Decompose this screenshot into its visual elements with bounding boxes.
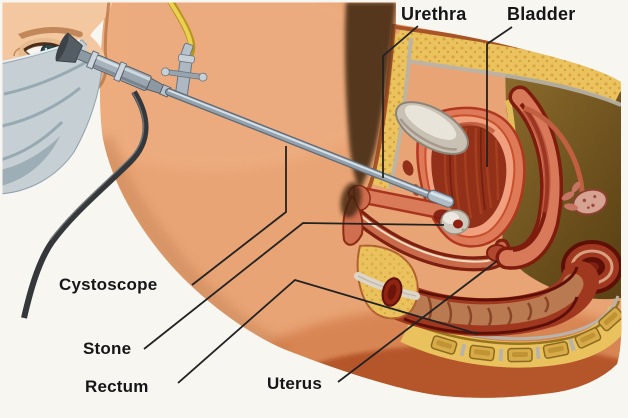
label-uterus: Uterus	[267, 374, 323, 393]
power-cable	[21, 90, 149, 319]
leader-line-urethra	[382, 25, 419, 178]
stopcock-post	[160, 53, 208, 97]
label-rectum: Rectum	[85, 377, 149, 396]
leader-line-stone	[143, 222, 445, 350]
leader-line-uterus	[337, 260, 498, 383]
fat-texture-top	[395, 27, 622, 102]
cystoscope-rod	[165, 88, 455, 208]
leader-line-rectum	[177, 278, 479, 384]
label-cystoscope: Cystoscope	[59, 275, 158, 294]
sacrum-vertebrae	[430, 306, 622, 363]
surgical-mask	[0, 39, 103, 195]
label-bladder: Bladder	[507, 4, 576, 24]
bladder-stone	[440, 209, 470, 235]
buttock	[260, 344, 622, 398]
fallopian-tube	[523, 105, 585, 193]
doctor	[0, 0, 113, 195]
rod-tip	[427, 189, 455, 208]
label-stone: Stone	[83, 339, 132, 358]
power-cable-highlight	[49, 91, 145, 241]
mask-folds	[0, 58, 91, 162]
scope-barrel	[55, 32, 172, 98]
thigh-highlight	[100, 0, 400, 170]
label-urethra: Urethra	[401, 4, 467, 24]
uterus-shape	[495, 85, 563, 270]
leader-lines	[143, 25, 513, 384]
leader-line-cystoscope	[191, 146, 287, 286]
perineum	[354, 244, 420, 320]
pubic-bone	[395, 101, 469, 155]
leader-line-bladder	[486, 26, 513, 167]
anterior-tissue	[402, 160, 414, 176]
mons-pubis-hair	[344, 2, 396, 190]
urethra-channel	[350, 188, 452, 218]
cystoscope-instrument	[21, 0, 455, 319]
eyebrow	[18, 26, 83, 39]
vulva-hair-tuft	[340, 182, 362, 218]
fimbriae	[561, 181, 581, 211]
fascia-line-top	[399, 58, 622, 107]
